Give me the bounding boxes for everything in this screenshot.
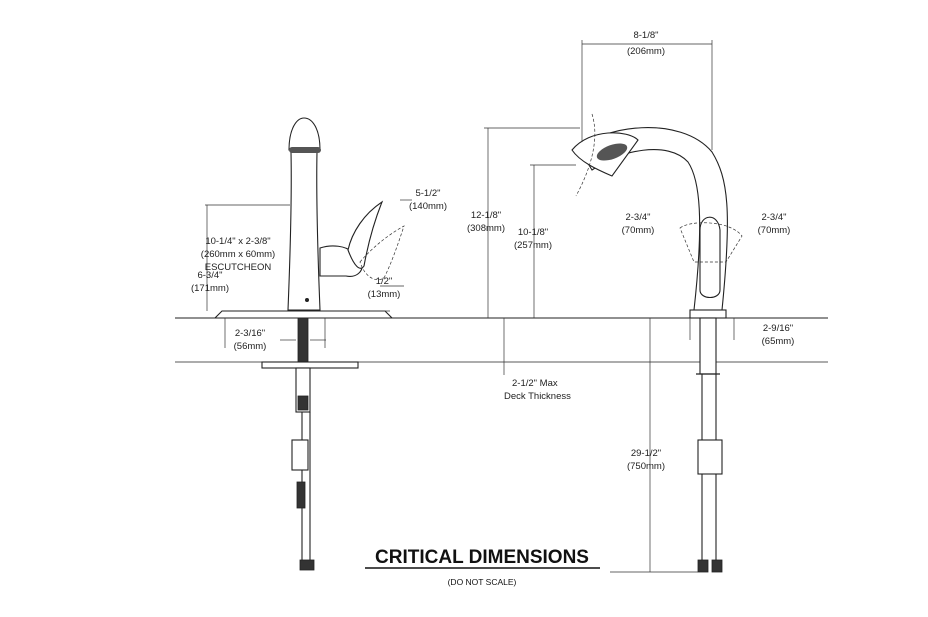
front-hose-weight xyxy=(697,439,723,475)
drawing-subtitle: (DO NOT SCALE) xyxy=(448,577,517,587)
supply-length-label: 29-1/2" xyxy=(631,448,661,459)
overall-height-mm-label: (308mm) xyxy=(467,223,505,234)
side-view-dimensions xyxy=(205,199,412,348)
spout-height-label: 10-1/8" xyxy=(518,227,548,238)
hose-fitting xyxy=(299,559,315,571)
escutcheon-plate xyxy=(213,310,394,319)
nut-thread xyxy=(297,395,309,411)
overall-height-label: 12-1/8" xyxy=(471,210,501,221)
body-dot xyxy=(305,298,309,302)
front-view-dimensions xyxy=(484,40,735,573)
deck-thickness-label: 2-1/2" Max xyxy=(512,378,558,389)
handle-lever-down xyxy=(347,200,384,269)
escutcheon-thickness-label: 1/2" xyxy=(376,276,393,287)
side-view-faucet xyxy=(213,117,405,571)
shank-threaded xyxy=(297,317,309,364)
hose-weight xyxy=(291,439,309,471)
front-fitting-right xyxy=(711,559,723,573)
front-handle xyxy=(699,216,721,299)
shank-width-mm-label: (56mm) xyxy=(234,341,267,352)
shank-width-label: 2-3/16" xyxy=(235,328,265,339)
drawing-title: CRITICAL DIMENSIONS xyxy=(375,547,589,568)
front-handle-swing xyxy=(679,222,743,263)
handle-swing-mm-label: (140mm) xyxy=(409,201,447,212)
escutcheon-thickness-mm-label: (13mm) xyxy=(368,289,401,300)
front-fitting-left xyxy=(697,559,709,573)
deck-thickness-caption: Deck Thickness xyxy=(504,391,571,402)
escutcheon-size-mm-label: (260mm x 60mm) xyxy=(201,249,275,260)
spray-head xyxy=(288,117,321,151)
front-escutcheon xyxy=(689,309,727,319)
spray-pull-arc xyxy=(575,113,596,197)
spout-height-mm-label: (257mm) xyxy=(514,240,552,251)
escutcheon-caption: ESCUTCHEON xyxy=(205,262,272,273)
handle-left-mm-label: (70mm) xyxy=(622,225,655,236)
handle-right-mm-label: (70mm) xyxy=(758,225,791,236)
handle-left-label: 2-3/4" xyxy=(625,212,650,223)
mounting-plate xyxy=(261,361,359,369)
deck-height-label: 6-3/4" xyxy=(197,270,222,281)
spray-face xyxy=(289,147,321,153)
base-width-label: 2-9/16" xyxy=(763,323,793,334)
handle-right-label: 2-3/4" xyxy=(761,212,786,223)
supply-length-mm-label: (750mm) xyxy=(627,461,665,472)
handle-swing-label: 5-1/2" xyxy=(415,188,440,199)
reach-label: 8-1/8" xyxy=(633,30,658,41)
front-view-faucet xyxy=(571,113,743,573)
faucet-body xyxy=(287,151,321,311)
reach-mm-label: (206mm) xyxy=(627,46,665,57)
base-width-mm-label: (65mm) xyxy=(762,336,795,347)
hose-connector xyxy=(296,481,306,509)
spray-face-front xyxy=(596,143,628,161)
handle-lever-swing xyxy=(359,225,405,281)
escutcheon-size-label: 10-1/4" x 2-3/8" xyxy=(205,236,270,247)
deck-height-mm-label: (171mm) xyxy=(191,283,229,294)
front-shank xyxy=(699,317,717,375)
